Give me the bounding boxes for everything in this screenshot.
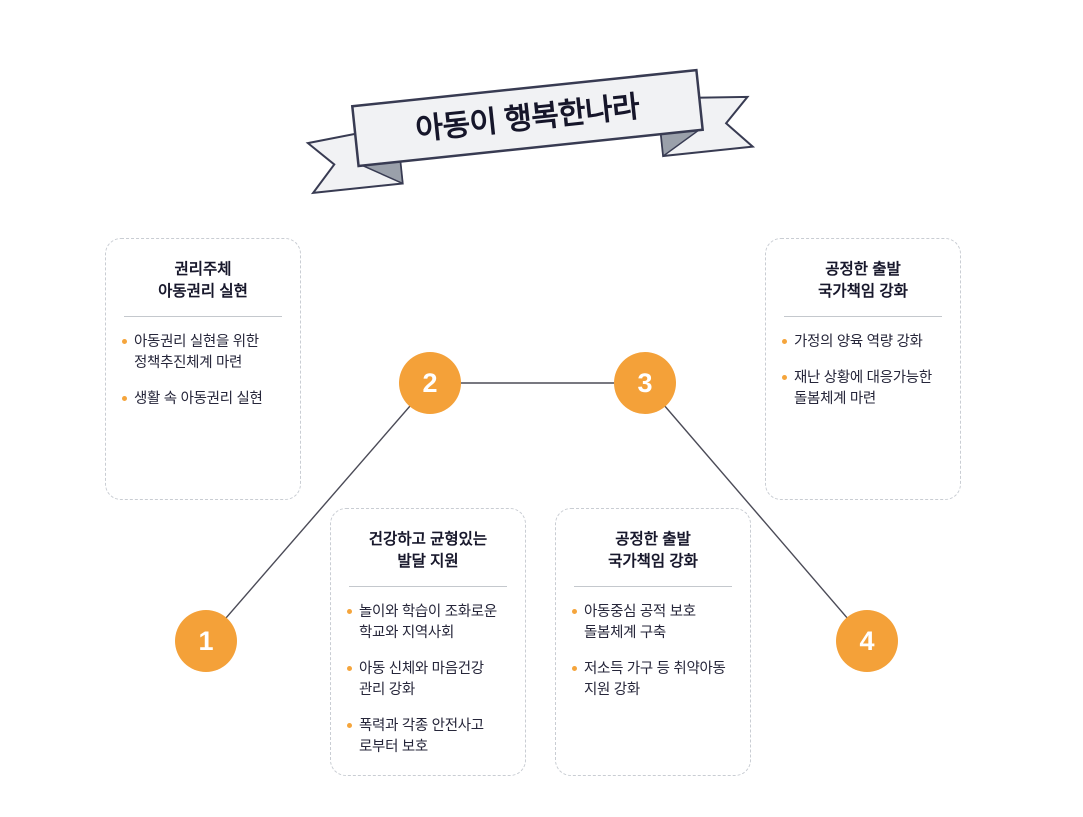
- bullet-dot-icon: [347, 665, 352, 671]
- bullet-list: 아동중심 공적 보호 돌봄체계 구축 저소득 가구 등 취약아동 지원 강화: [572, 602, 734, 701]
- card-child-rights: 권리주체 아동권리 실현 아동권리 실현을 위한 정책추진체계 마련 생활 속 …: [105, 238, 301, 500]
- title-divider: [784, 315, 942, 317]
- bullet-item: 생활 속 아동권리 실현: [122, 389, 284, 410]
- bullet-item: 아동 신체와 마음건강 관리 강화: [347, 659, 509, 701]
- node-3-number: 3: [637, 367, 653, 398]
- title-divider: [574, 585, 732, 587]
- ribbon-band: [350, 68, 705, 168]
- connector-3-4: [644, 382, 868, 642]
- bullet-item: 폭력과 각종 안전사고 로부터 보호: [347, 716, 509, 758]
- card-title: 공정한 출발 국가책임 강화: [818, 261, 908, 301]
- node-2: 2: [399, 352, 461, 414]
- title-divider: [349, 585, 507, 587]
- node-2-number: 2: [422, 367, 438, 398]
- bullet-dot-icon: [782, 374, 787, 380]
- bullet-list: 가정의 양육 역량 강화 재난 상황에 대응가능한 돌봄체계 마련: [782, 332, 944, 410]
- bullet-dot-icon: [572, 665, 577, 671]
- card-title: 권리주체 아동권리 실현: [158, 261, 248, 301]
- ribbon-banner: 아동이 행복한나라: [305, 68, 756, 195]
- card-healthy-development: 건강하고 균형있는 발달 지원 놀이와 학습이 조화로운 학교와 지역사회 아동…: [330, 508, 526, 776]
- bullet-item: 아동권리 실현을 위한 정책추진체계 마련: [122, 332, 284, 374]
- bullet-item: 재난 상황에 대응가능한 돌봄체계 마련: [782, 368, 944, 410]
- bullet-item: 가정의 양육 역량 강화: [782, 332, 944, 353]
- node-1: 1: [175, 610, 237, 672]
- bullet-dot-icon: [572, 608, 577, 614]
- card-fair-start-state: 공정한 출발 국가책임 강화 가정의 양육 역량 강화 재난 상황에 대응가능한…: [765, 238, 961, 500]
- node-1-number: 1: [198, 625, 214, 656]
- bullet-item: 아동중심 공적 보호 돌봄체계 구축: [572, 602, 734, 644]
- card-title: 건강하고 균형있는 발달 지원: [368, 531, 488, 571]
- node-4: 4: [836, 610, 898, 672]
- card-fair-start-protection: 공정한 출발 국가책임 강화 아동중심 공적 보호 돌봄체계 구축 저소득 가구…: [555, 508, 751, 776]
- node-3: 3: [614, 352, 676, 414]
- node-4-number: 4: [859, 625, 875, 656]
- bullet-dot-icon: [122, 395, 127, 401]
- title-divider: [124, 315, 282, 317]
- bullet-dot-icon: [347, 608, 352, 614]
- bullet-item: 놀이와 학습이 조화로운 학교와 지역사회: [347, 602, 509, 644]
- bullet-dot-icon: [122, 338, 127, 344]
- bullet-dot-icon: [347, 723, 352, 728]
- bullet-item: 저소득 가구 등 취약아동 지원 강화: [572, 659, 734, 701]
- card-title: 공정한 출발 국가책임 강화: [608, 531, 698, 571]
- bullet-dot-icon: [782, 338, 787, 344]
- bullet-list: 놀이와 학습이 조화로운 학교와 지역사회 아동 신체와 마음건강 관리 강화 …: [347, 602, 509, 758]
- connector-2-1: [205, 382, 431, 642]
- bullet-list: 아동권리 실현을 위한 정책추진체계 마련 생활 속 아동권리 실현: [122, 332, 284, 410]
